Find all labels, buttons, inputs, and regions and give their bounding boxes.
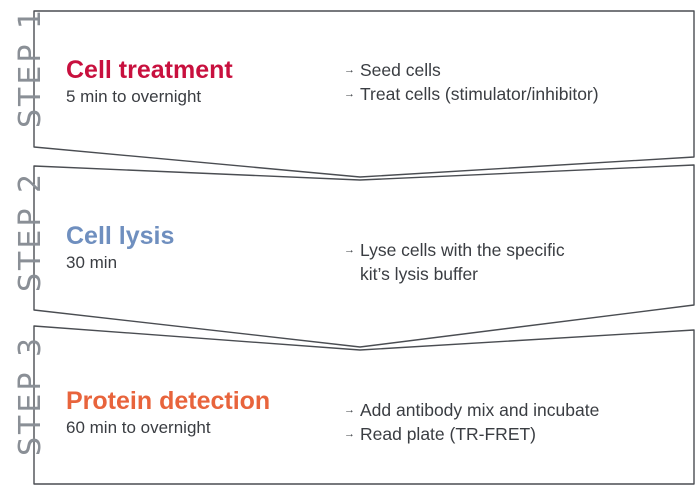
bullet-text: Read plate (TR-FRET)	[360, 424, 537, 444]
step-3-shape	[33, 325, 695, 485]
arrow-right-icon: →	[344, 244, 355, 256]
step-1-title: Cell treatment	[66, 56, 233, 84]
list-item: → Lyse cells with the specific kit’s lys…	[344, 238, 565, 286]
step-2-shape	[33, 164, 695, 348]
list-item: → Read plate (TR-FRET)	[344, 422, 599, 446]
bullet-text: Lyse cells with the specific kit’s lysis…	[360, 240, 565, 284]
step-2-duration: 30 min	[66, 253, 118, 272]
list-item: → Treat cells (stimulator/inhibitor)	[344, 82, 599, 106]
step-2-label: STEP 2	[13, 170, 48, 292]
bullet-text: Treat cells (stimulator/inhibitor)	[360, 84, 599, 104]
step-3-title: Protein detection	[66, 387, 271, 415]
step-2-bullets: → Lyse cells with the specific kit’s lys…	[344, 238, 565, 286]
step-3-bullets: → Add antibody mix and incubate → Read p…	[344, 398, 599, 446]
step-1-duration: 5 min to overnight	[66, 87, 202, 106]
bullet-text: Add antibody mix and incubate	[360, 400, 600, 420]
arrow-right-icon: →	[344, 64, 355, 76]
list-item: → Seed cells	[344, 58, 599, 82]
list-item: → Add antibody mix and incubate	[344, 398, 599, 422]
step-1-bullets: → Seed cells → Treat cells (stimulator/i…	[344, 58, 599, 106]
arrow-right-icon: →	[344, 428, 355, 440]
step-3-duration: 60 min to overnight	[66, 418, 211, 437]
arrow-right-icon: →	[344, 404, 355, 416]
step-1-shape	[33, 10, 695, 178]
arrow-right-icon: →	[344, 88, 355, 100]
bullet-text: Seed cells	[360, 60, 441, 80]
step-1-label: STEP 1	[13, 6, 48, 128]
step-2-title: Cell lysis	[66, 222, 175, 250]
step-3-label: STEP 3	[13, 334, 48, 456]
